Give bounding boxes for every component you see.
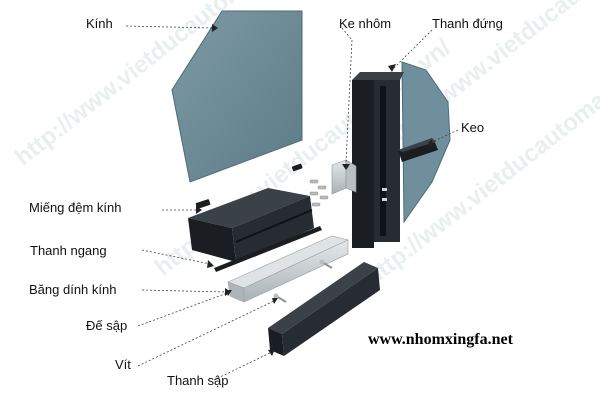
vertical-mullion-side (374, 80, 400, 242)
label-screw: Vít (115, 357, 131, 372)
loose-screw (319, 259, 333, 269)
label-vertical-mullion: Thanh đứng (432, 16, 503, 31)
label-cover-cap: Thanh sập (167, 373, 229, 388)
sealant-bar-top (398, 138, 436, 152)
gasket-piece (291, 163, 303, 172)
transom-groove (235, 209, 313, 243)
transom-front (188, 218, 236, 262)
aluminium-bracket-side (345, 159, 357, 193)
leader-arrowheads (196, 24, 433, 356)
mullion-screw (382, 188, 387, 191)
vertical-mullion-front (352, 80, 374, 248)
mullion-channel (380, 86, 386, 236)
loose-screw (273, 293, 287, 303)
gasket-piece (195, 199, 211, 209)
label-glass-gasket: Miếng đệm kính (29, 200, 122, 215)
glass-pane (171, 10, 303, 183)
cover-cap-side (282, 268, 380, 356)
label-aluminium-bracket: Ke nhôm (339, 16, 392, 31)
cover-cap-front (268, 328, 284, 356)
label-pressure-base: Đế sập (86, 318, 128, 333)
transom-top (188, 188, 310, 228)
mullion-screw (382, 198, 387, 201)
leader-lines (125, 25, 459, 381)
transom-side (232, 196, 314, 262)
label-sealant: Keo (461, 120, 485, 135)
gasket-strip (214, 226, 322, 272)
cover-cap-top (268, 262, 378, 334)
website-text: www.nhomxingfa.net (368, 331, 513, 348)
label-glazing-tape: Băng dính kính (29, 282, 117, 297)
label-horizontal-transom: Thanh ngang (30, 243, 107, 258)
screw-cluster (309, 179, 329, 207)
label-glass: Kính (86, 16, 113, 31)
vertical-mullion (352, 72, 404, 80)
aluminium-base-profile-side (243, 239, 349, 303)
